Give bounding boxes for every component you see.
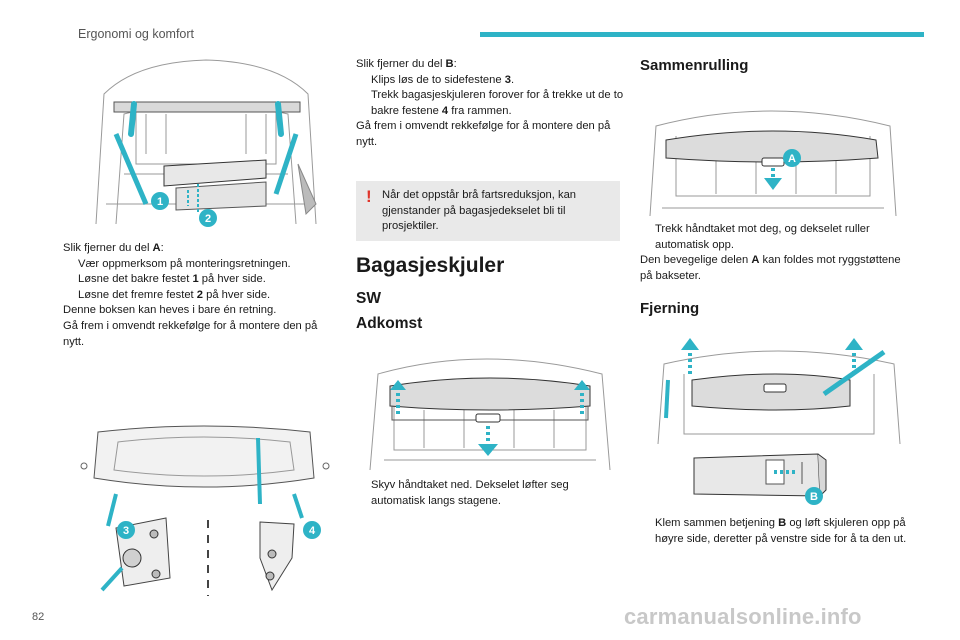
label-1: 1	[157, 196, 163, 208]
rollup-step: Trekk håndtaket mot deg, og dekselet rul…	[655, 223, 870, 251]
cover-fixings-illustration: 3 4	[80, 425, 330, 596]
warning-note: ! Når det oppstår brå fartsreduksjon, ka…	[356, 181, 620, 241]
label-B: B	[810, 491, 818, 503]
section-title: Ergonomi og komfort	[78, 27, 195, 41]
heading-sammenrulling: Sammenrulling	[640, 57, 749, 74]
col2-step-2: Trekk bagasjeskjuleren forover for å tre…	[371, 89, 624, 117]
heading-sw: SW	[356, 290, 381, 307]
trunk-storage-box-illustration: 1 2	[95, 59, 317, 227]
watermark: carmanualsonline.info	[624, 604, 862, 629]
col1-text: Slik fjerner du del A: Vær oppmerksom på…	[63, 241, 333, 350]
col1-step-1: Vær oppmerksom på monteringsretningen.	[78, 257, 291, 270]
col1-paragraph-2: Gå frem i omvendt rekkefølge for å monte…	[63, 319, 318, 348]
heading-fjerning: Fjerning	[640, 300, 700, 317]
label-2: 2	[205, 213, 211, 225]
col2-step-1: Klips løs de to sidefestene 3.	[371, 73, 515, 86]
cover-rollup-illustration: A	[649, 110, 897, 217]
col1-step-3: Løsne det fremre festet 2 på hver side.	[78, 288, 271, 301]
rollup-paragraph: Den bevegelige delen A kan foldes mot ry…	[640, 254, 901, 282]
col1-intro: Slik fjerner du del A:	[63, 242, 164, 254]
col2-paragraph-1: Gå frem i omvendt rekkefølge for å monte…	[356, 120, 611, 148]
cover-access-illustration	[369, 358, 611, 471]
col2-intro: Slik fjerner du del B:	[356, 58, 457, 70]
heading-adkomst: Adkomst	[356, 315, 423, 332]
removal-step: Klem sammen betjening B og løft skjulere…	[655, 517, 907, 545]
col1-step-2: Løsne det bakre festet 1 på hver side.	[78, 273, 266, 286]
label-4: 4	[309, 525, 316, 537]
col1-paragraph-1: Denne boksen kan heves i bare én retning…	[63, 304, 277, 317]
page-number: 82	[32, 611, 45, 623]
heading-bagasjeskjuler: Bagasjeskjuler	[356, 254, 505, 277]
access-text: Skyv håndtaket ned. Dekselet løfter seg …	[356, 478, 624, 509]
rollup-text: Trekk håndtaket mot deg, og dekselet rul…	[640, 222, 908, 284]
label-3: 3	[123, 525, 129, 537]
warning-note-text: Når det oppstår brå fartsreduksjon, kan …	[382, 189, 577, 233]
access-step: Skyv håndtaket ned. Dekselet løfter seg …	[371, 479, 569, 507]
col2-text: Slik fjerner du del B: Klips løs de to s…	[356, 57, 624, 151]
warning-icon: !	[366, 187, 372, 206]
label-A: A	[788, 153, 796, 165]
section-accent-bar	[480, 32, 924, 37]
cover-removal-illustration: B	[657, 338, 901, 505]
removal-text: Klem sammen betjening B og løft skjulere…	[640, 516, 908, 547]
